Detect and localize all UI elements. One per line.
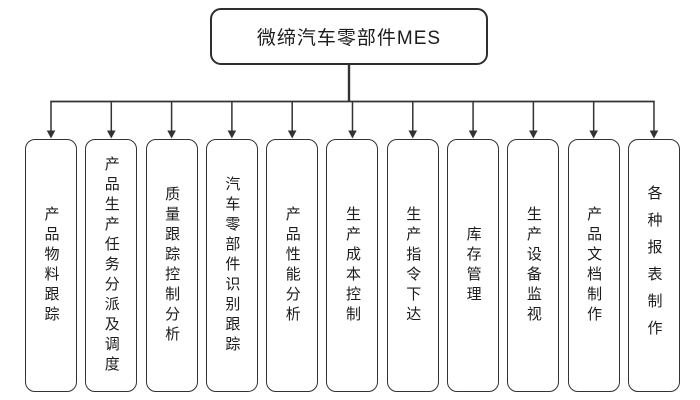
module-label: 生产成本控制 (343, 205, 361, 326)
module-box: 产品物料跟踪 (25, 139, 77, 392)
arrow-down-marker (408, 130, 418, 139)
arrow-down-marker (287, 130, 297, 139)
module-box: 产品性能分析 (266, 139, 319, 392)
arrow-down-marker (529, 130, 538, 139)
module-box: 各种报表制作 (627, 139, 680, 392)
root-node: 微缔汽车零部件MES (210, 8, 488, 65)
module-box: 库存管理 (447, 139, 500, 392)
module-label: 汽车零部件识别跟踪 (223, 175, 241, 356)
module-box: 生产成本控制 (326, 139, 379, 392)
arrow-down-marker (348, 130, 357, 139)
module-box: 生产指令下达 (386, 139, 439, 392)
module-row: 产品物料跟踪 产品生产任务分派及调度 质量跟踪控制分析 汽车零部件识别跟踪 产品性能分析… (25, 139, 680, 392)
module-label: 各种报表制作 (645, 184, 663, 347)
module-box: 生产设备监视 (507, 139, 560, 392)
module-label: 生产设备监视 (524, 205, 542, 326)
arrow-down-marker (468, 130, 478, 139)
root-node-label: 微缔汽车零部件MES (256, 28, 442, 49)
module-label: 生产指令下达 (404, 205, 422, 326)
module-label: 质量跟踪控制分析 (163, 185, 181, 346)
arrow-down-marker (649, 130, 659, 139)
arrow-down-marker (589, 130, 598, 139)
module-label: 产品性能分析 (283, 205, 301, 326)
module-label: 产品生产任务分派及调度 (102, 155, 120, 376)
module-box: 质量跟踪控制分析 (145, 139, 198, 392)
module-box: 产品文档制作 (567, 139, 620, 392)
module-label: 产品物料跟踪 (42, 205, 60, 326)
module-label: 库存管理 (464, 225, 482, 306)
arrow-down-marker (167, 130, 176, 139)
arrow-down-marker (46, 130, 56, 139)
module-box: 产品生产任务分派及调度 (85, 139, 138, 392)
module-box: 汽车零部件识别跟踪 (205, 139, 258, 392)
module-label: 产品文档制作 (585, 205, 603, 326)
arrow-down-marker (106, 130, 116, 139)
arrow-down-marker (227, 130, 237, 139)
